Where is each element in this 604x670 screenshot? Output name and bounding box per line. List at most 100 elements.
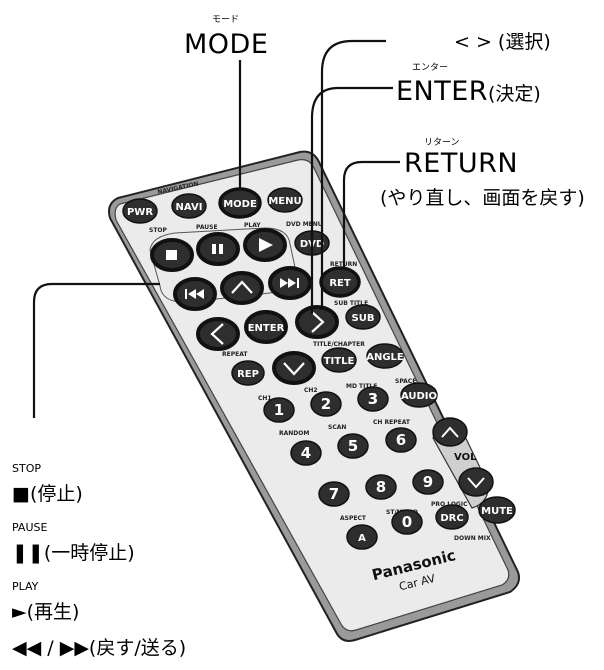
volume-up-icon [441,426,459,438]
pause-callout-en: PAUSE [12,521,47,534]
number-7-label: 7 [329,485,339,503]
caption-down-mix: DOWN MIX [454,535,491,542]
return-callout: RETURN [404,148,518,179]
mode-callout: MODE [184,29,268,60]
caption-aspect: ASPECT [340,515,367,522]
leader-lines [32,39,400,418]
skip-forward-icon [280,278,299,288]
enter-leader [310,86,393,314]
number-7-button[interactable]: 7 [318,481,350,507]
number-2-label: 2 [321,395,331,413]
volume-rocker: VOL [432,417,494,509]
number-8-label: 8 [376,478,386,496]
return-meaning: (やり直し、画面を戻す) [380,187,585,209]
chevron-right-icon [311,311,325,333]
angle-button[interactable]: ANGLE [366,343,404,369]
title-label: TITLE [324,356,355,367]
skip-forward-button[interactable] [268,266,312,300]
number-5-button[interactable]: 5 [337,433,369,459]
caption-ch1: CH1 [258,395,272,402]
caption-title-chapter: TITLE/CHAPTER [313,341,365,348]
number-8-button[interactable]: 8 [365,474,397,500]
ret-label: RET [329,278,351,289]
mute-label: MUTE [481,506,513,517]
play-icon [259,238,273,252]
number-6-label: 6 [396,431,406,449]
caption-ch-repeat: CH REPEAT [373,419,411,426]
number-4-button[interactable]: 4 [290,440,322,466]
sub-label: SUB [352,313,375,324]
caption-stop: STOP [149,227,168,234]
volume-up-button[interactable] [432,417,468,447]
function-buttons: REP TITLE ANGLE CH2 MD TITLE SPACE CH1 1… [231,343,516,593]
mute-button[interactable]: MUTE [478,496,516,524]
number-2-button[interactable]: 2 [310,391,342,417]
caption-dvd-menu: DVD MENU [286,221,323,228]
enter-ruby: エンター [412,62,448,73]
vol-label: VOL [454,452,477,463]
number-3-label: 3 [368,390,378,408]
number-6-button[interactable]: 6 [385,427,417,453]
number-4-label: 4 [301,444,311,462]
rep-label: REP [237,369,259,380]
title-button[interactable]: TITLE [321,347,357,373]
audio-label: AUDIO [401,391,437,402]
a-button[interactable]: A [346,524,378,550]
up-button[interactable] [220,271,264,305]
stop-callout: ■(停止) [12,483,83,505]
enter-callout: ENTER [396,76,488,107]
menu-button[interactable]: MENU [267,187,303,213]
mode-ruby: モード [212,15,239,25]
stop-icon [166,250,177,260]
caption-pause: PAUSE [196,224,218,231]
audio-button[interactable]: AUDIO [400,382,438,408]
skip-callout: ◀◀ / ▶▶(戻す/送る) [12,637,186,659]
sub-button[interactable]: SUB [345,304,381,330]
callouts: モード MODE < > (選択) エンター ENTER (決定) リターン R… [12,15,585,659]
mode-button[interactable]: MODE [218,187,262,219]
pwr-label: PWR [127,207,153,218]
drc-label: DRC [440,513,463,524]
stop-callout-en: STOP [12,462,41,475]
rep-button[interactable]: REP [231,360,265,386]
ret-button[interactable]: RET [319,266,361,298]
pause-button[interactable] [196,232,240,266]
transport-cluster: DVD RETURN RET SUB TITLE [149,227,381,385]
left-button[interactable] [196,317,240,351]
transport-leader [32,282,160,418]
chevron-left-icon [210,323,224,345]
volume-down-icon [467,477,485,489]
play-callout: ►(再生) [12,601,79,623]
caption-ch2: CH2 [304,387,318,394]
caption-md-title: MD TITLE [346,383,377,390]
caption-random: RANDOM [279,430,309,437]
chevron-down-icon [283,362,305,376]
right-button[interactable] [295,305,339,339]
caption-scan: SCAN [328,424,346,431]
play-button[interactable] [243,228,287,262]
volume-down-button[interactable] [458,467,494,497]
number-3-button[interactable]: 3 [357,386,389,412]
drc-button[interactable]: DRC [435,504,469,530]
navi-button[interactable]: NAVI [171,193,207,219]
pause-icon [212,244,223,254]
zero-button[interactable]: 0 [391,509,423,535]
angle-label: ANGLE [366,352,404,363]
enter-button[interactable]: ENTER [244,310,288,344]
return-ruby: リターン [424,137,460,148]
top-buttons: NAVIGATION PWR NAVI MODE MENU STOP PAUSE… [122,180,323,234]
navi-label: NAVI [176,202,203,213]
number-9-label: 9 [423,473,433,491]
caption-sub-title: SUB TITLE [334,300,368,307]
pause-callout: ❚❚(一時停止) [12,542,135,564]
select-leader [320,39,386,310]
number-9-button[interactable]: 9 [412,469,444,495]
number-1-label: 1 [274,401,284,419]
pwr-button[interactable]: PWR [122,198,158,224]
down-button[interactable] [272,351,316,385]
number-1-button[interactable]: 1 [263,397,295,423]
stop-button[interactable] [150,238,194,272]
skip-back-button[interactable] [173,277,217,311]
